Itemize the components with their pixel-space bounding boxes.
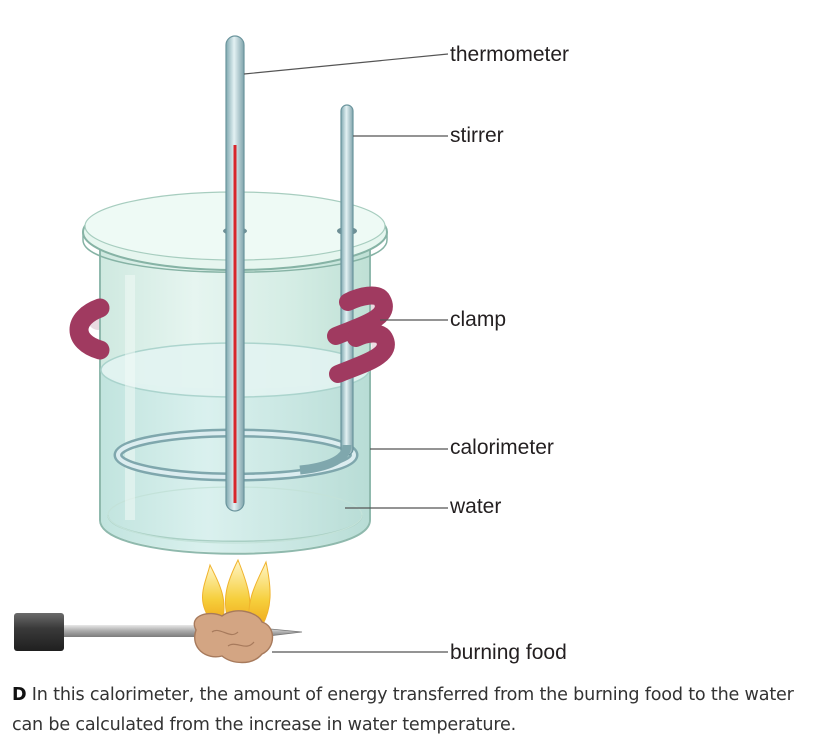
caption-text: In this calorimeter, the amount of energ… xyxy=(12,685,794,735)
burning-food-label: burning food xyxy=(450,641,567,664)
thermometer-label: thermometer xyxy=(450,43,569,66)
thermometer xyxy=(225,35,245,512)
stirrer-label: stirrer xyxy=(450,124,504,147)
clamp-label: clamp xyxy=(450,308,506,331)
thermometer-leader xyxy=(243,53,449,75)
figure-letter: D xyxy=(12,685,27,705)
figure-caption: D In this calorimeter, the amount of ene… xyxy=(12,680,822,740)
water-label: water xyxy=(449,495,501,518)
burning-food xyxy=(193,610,274,664)
clamp xyxy=(69,286,395,383)
calorimeter-diagram: thermometer stirrer clamp calorimeter wa… xyxy=(14,35,569,664)
flame xyxy=(202,558,271,627)
calorimeter-label: calorimeter xyxy=(450,436,554,459)
